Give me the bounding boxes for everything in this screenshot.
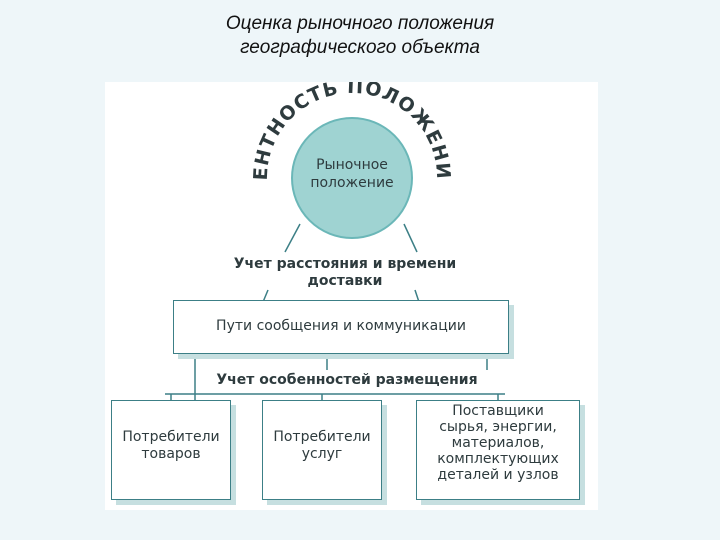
circle-text-line-1: Рыночное xyxy=(316,157,388,173)
communication-routes-box: Пути сообщения и коммуникации xyxy=(173,300,509,354)
market-position-label: Рыночное положение xyxy=(285,156,419,192)
diagram-connectors: РЕНТНОСТЬ ПОЛОЖЕНИЯ xyxy=(105,82,505,400)
slide-title-line-1: Оценка рыночного положения xyxy=(225,13,495,34)
suppliers-line-5: деталей и узлов xyxy=(437,467,559,483)
suppliers-line-3: материалов, xyxy=(451,435,545,451)
market-position-circle xyxy=(291,117,413,239)
distance-time-label: Учет расстояния и времени доставки xyxy=(195,256,495,290)
slide-title-line-2: географического объекта xyxy=(240,37,480,58)
services-consumers-line-2: услуг xyxy=(301,446,343,462)
diagram-panel: РЕНТНОСТЬ ПОЛОЖЕНИЯ Рыночное положение У… xyxy=(105,82,598,510)
suppliers-box: Поставщики сырья, энергии, материалов, к… xyxy=(416,400,580,500)
slide-title: Оценка рыночного положения географическо… xyxy=(0,12,720,60)
circle-text-line-2: положение xyxy=(310,175,394,191)
goods-consumers-box: Потребители товаров xyxy=(111,400,231,500)
services-consumers-line-1: Потребители xyxy=(273,429,371,445)
services-consumers-box: Потребители услуг xyxy=(262,400,382,500)
distance-time-line-2: доставки xyxy=(307,273,383,289)
suppliers-line-4: комплектующих xyxy=(437,451,559,467)
suppliers-line-2: сырья, энергии, xyxy=(439,419,557,435)
suppliers-line-1: Поставщики xyxy=(452,403,544,419)
goods-consumers-line-1: Потребители xyxy=(122,429,220,445)
placement-features-label: Учет особенностей размещения xyxy=(216,372,478,388)
connector-circle-left xyxy=(284,223,301,253)
distance-time-line-1: Учет расстояния и времени xyxy=(233,256,457,272)
connector-circle-right xyxy=(403,223,418,253)
goods-consumers-line-2: товаров xyxy=(141,446,201,462)
